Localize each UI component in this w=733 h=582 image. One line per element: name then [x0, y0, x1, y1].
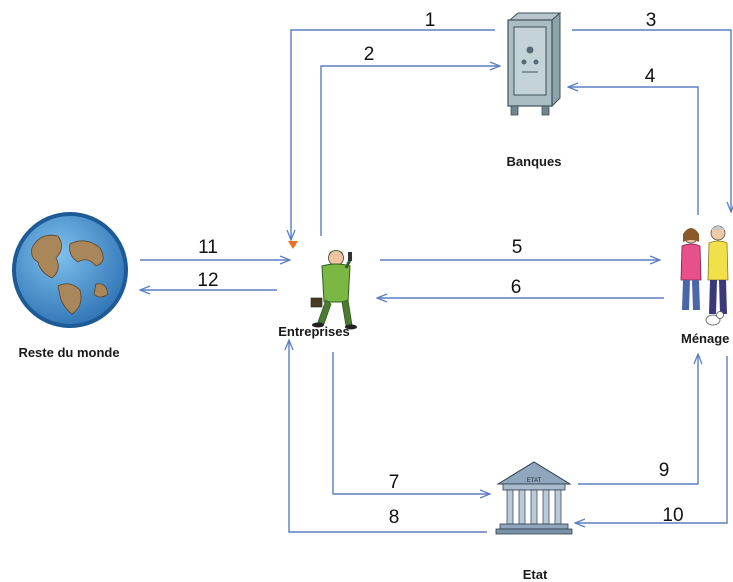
- flow-arrow-1: [291, 29, 495, 240]
- node-etat: ETAT Etat: [495, 461, 573, 582]
- marker-triangle: [288, 241, 298, 249]
- safe-icon: [507, 11, 562, 116]
- node-entreprises: Entreprises: [278, 250, 357, 339]
- flow-arrow-10: [575, 356, 728, 523]
- flow-number-6: 6: [511, 277, 522, 298]
- entreprises-label: Entreprises: [278, 324, 350, 339]
- flow-number-5: 5: [512, 237, 523, 258]
- flow-number-10: 10: [662, 505, 683, 526]
- flow-number-12: 12: [197, 270, 218, 291]
- flow-number-11: 11: [198, 237, 218, 258]
- flow-number-4: 4: [645, 66, 656, 87]
- flow-number-1: 1: [425, 10, 436, 31]
- flow-arrow-9: [578, 354, 698, 485]
- flow-numbers: 1 2 3 4 5 6 7 8 9 10 11 12: [197, 10, 683, 528]
- flow-number-3: 3: [646, 10, 657, 31]
- node-banques: Banques: [507, 11, 562, 169]
- flow-number-8: 8: [389, 507, 400, 528]
- etat-label: Etat: [523, 567, 548, 582]
- flow-arrow-2: [320, 66, 500, 236]
- flow-number-9: 9: [659, 460, 670, 481]
- flow-arrow-8: [289, 340, 487, 533]
- banques-label: Banques: [507, 154, 562, 169]
- flow-number-2: 2: [364, 44, 375, 65]
- globe-icon: [12, 212, 128, 328]
- flow-arrow-4: [568, 87, 699, 215]
- flow-arrow-7: [332, 352, 490, 494]
- family-icon: [680, 225, 729, 326]
- flow-number-7: 7: [389, 472, 400, 493]
- node-menages: Ménage: [680, 225, 729, 346]
- etat-plaque: ETAT: [527, 478, 542, 484]
- businessman-icon: [310, 250, 357, 330]
- flow-arrow-3: [572, 29, 731, 212]
- flow-arrows: [140, 29, 731, 533]
- government-building-icon: ETAT: [495, 461, 573, 535]
- reste-du-monde-label: Reste du monde: [18, 345, 119, 360]
- menages-label: Ménage: [681, 331, 729, 346]
- node-reste-du-monde: Reste du monde: [12, 212, 128, 360]
